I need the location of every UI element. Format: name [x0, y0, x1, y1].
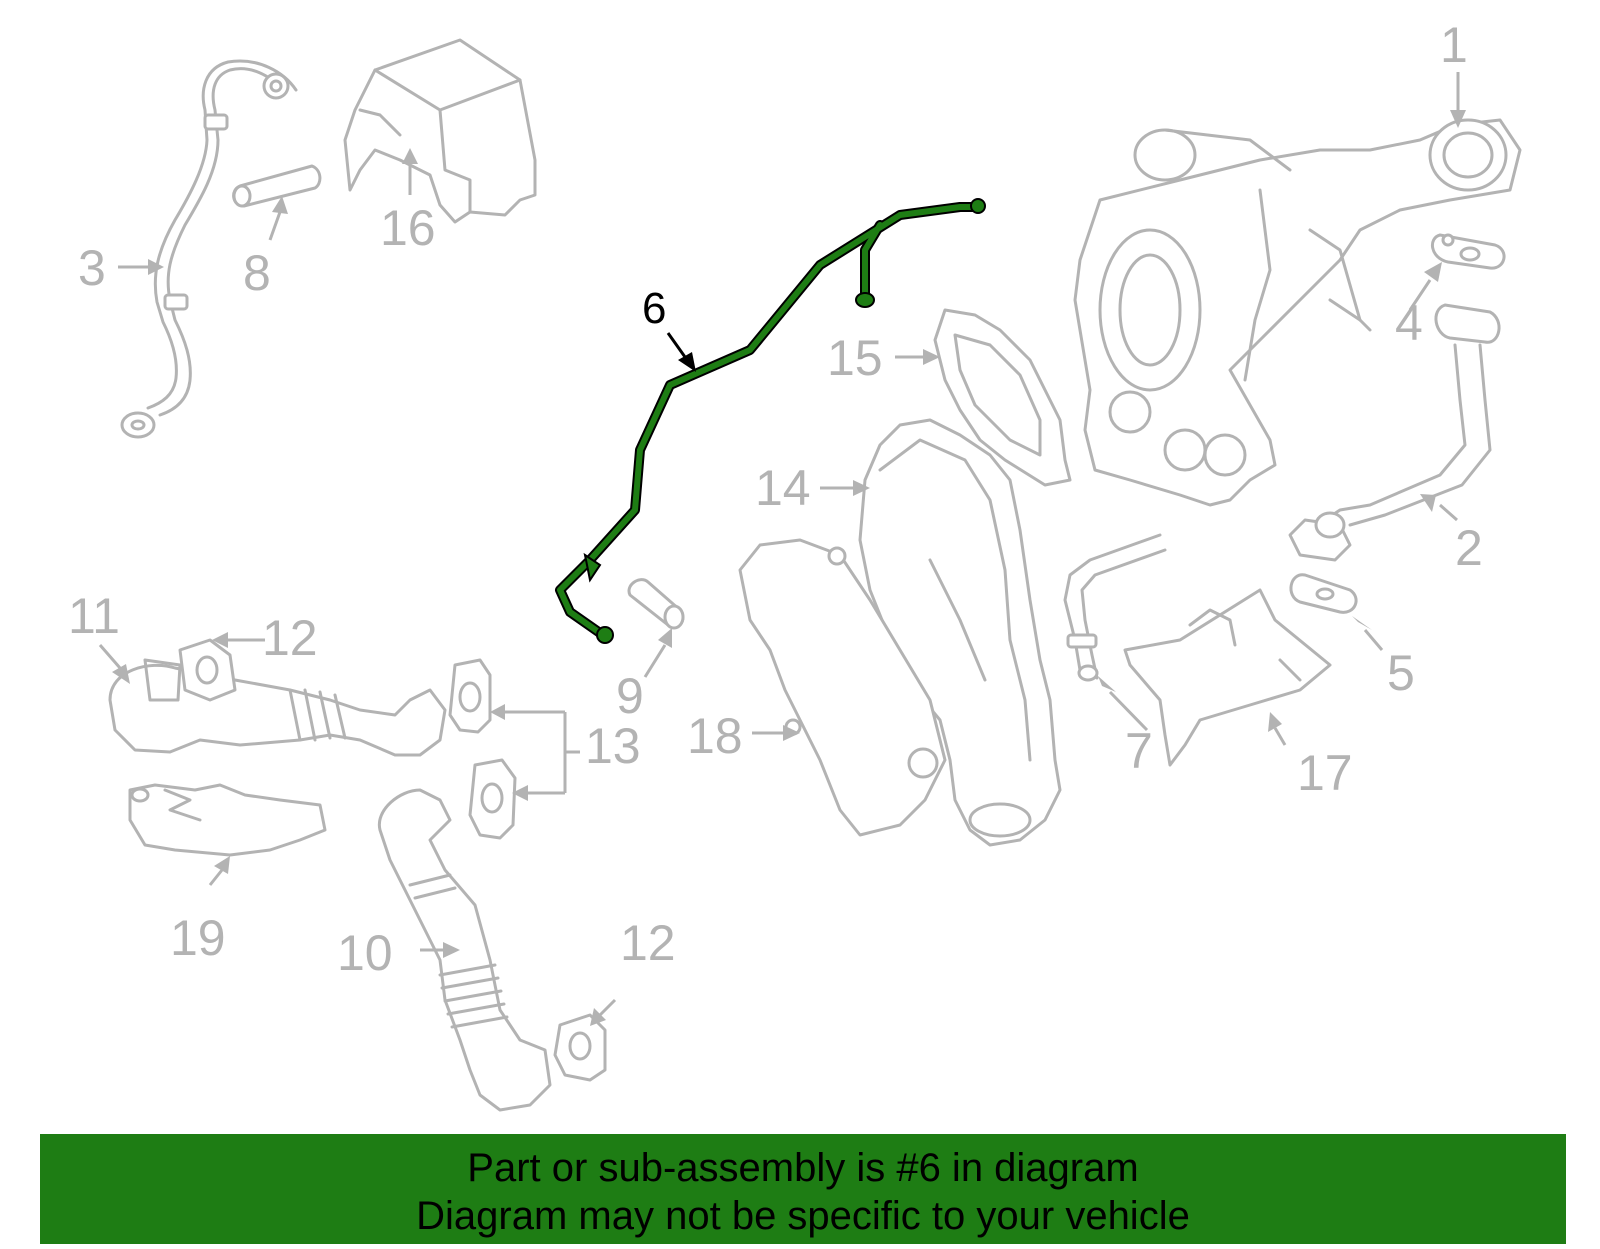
- part-10-pipe[interactable]: [377, 788, 552, 1112]
- part-12-gasket-lower[interactable]: [553, 1013, 607, 1082]
- callout-12-lower: 12: [620, 915, 676, 971]
- part-15-gasket[interactable]: [933, 308, 1072, 487]
- part-14-manifold[interactable]: [858, 418, 1062, 847]
- callout-7: 7: [1125, 723, 1153, 779]
- part-1-turbocharger[interactable]: [1073, 118, 1522, 507]
- part-4-gasket[interactable]: [1431, 233, 1506, 270]
- part-9-sleeve[interactable]: [627, 578, 685, 630]
- callout-16: 16: [380, 200, 436, 256]
- callout-2: 2: [1455, 520, 1483, 576]
- part-19-pipe[interactable]: [128, 783, 327, 857]
- callout-3: 3: [78, 240, 106, 296]
- callout-14: 14: [755, 460, 811, 516]
- callout-5: 5: [1387, 645, 1415, 701]
- part-16-heat-shield[interactable]: [343, 38, 537, 224]
- part-5-gasket[interactable]: [1289, 573, 1358, 614]
- callout-8: 8: [243, 245, 271, 301]
- part-17-bracket[interactable]: [1123, 588, 1332, 767]
- callout-19: 19: [170, 910, 226, 966]
- callout-6: 6: [642, 284, 666, 333]
- leader-lines: [98, 72, 1466, 1026]
- callout-9: 9: [616, 668, 644, 724]
- callout-12-upper: 12: [262, 610, 318, 666]
- callout-17: 17: [1297, 745, 1353, 801]
- leader-line-6: [666, 332, 696, 372]
- part-11-pipe[interactable]: [108, 658, 447, 757]
- part-13-gasket-b[interactable]: [468, 758, 517, 840]
- callout-10: 10: [337, 925, 393, 981]
- banner-line-2: Diagram may not be specific to your vehi…: [416, 1194, 1190, 1238]
- part-18-heat-shield[interactable]: [738, 538, 947, 837]
- part-2-pipe[interactable]: [1288, 303, 1501, 562]
- part-12-gasket-upper[interactable]: [178, 638, 237, 702]
- part-6-pipe-highlighted[interactable]: [555, 198, 986, 644]
- part-7-hose[interactable]: [1063, 533, 1167, 682]
- banner-line-1: Part or sub-assembly is #6 in diagram: [467, 1146, 1139, 1190]
- part-8-sleeve[interactable]: [232, 164, 322, 208]
- info-banner: Part or sub-assembly is #6 in diagram Di…: [40, 1134, 1566, 1244]
- callout-1: 1: [1440, 17, 1468, 73]
- part-3-line[interactable]: [120, 59, 298, 439]
- callout-4: 4: [1395, 295, 1423, 351]
- callout-18: 18: [687, 708, 743, 764]
- part-13-gasket-a[interactable]: [448, 658, 492, 734]
- callout-13: 13: [585, 718, 641, 774]
- callout-11: 11: [68, 588, 120, 644]
- callout-15: 15: [827, 330, 883, 386]
